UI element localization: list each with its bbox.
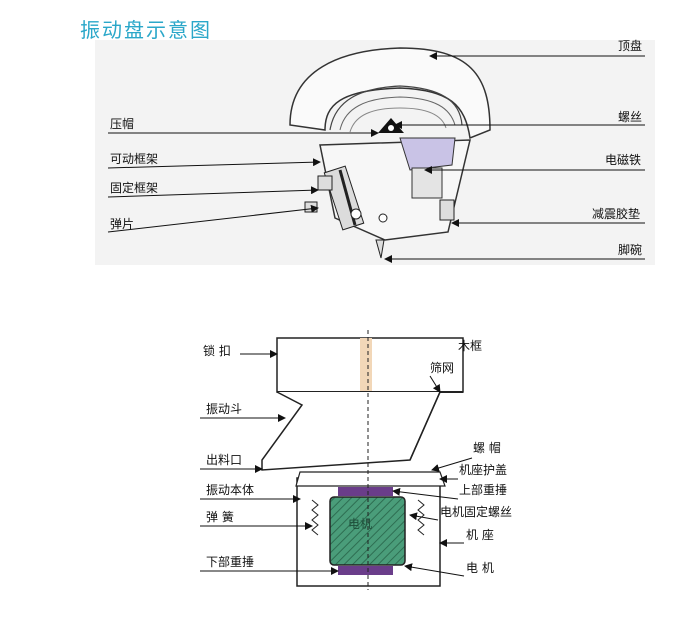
top-bowl <box>289 47 491 140</box>
label-fixed-frame: 固定框架 <box>110 180 158 195</box>
label-lock-buckle: 锁 扣 <box>203 343 231 358</box>
foot-bowl <box>375 239 385 259</box>
center-post <box>360 338 372 392</box>
spring-left <box>311 499 319 536</box>
label-vibration-hopper: 振动斗 <box>206 402 242 416</box>
label-machine-base: 机 座 <box>466 527 494 542</box>
label-wood-frame: 木框 <box>458 339 482 353</box>
label-electromagnet: 电磁铁 <box>605 152 641 167</box>
label-shock-pad: 减震胶垫 <box>592 206 640 221</box>
label-nut: 螺 帽 <box>473 440 501 455</box>
lower-diagram: 电机 锁 扣 振动斗 出料口 振动本体 弹 簧 下部重捶 木框 筛网 螺 帽 机… <box>200 330 512 590</box>
label-outlet: 出料口 <box>206 453 242 467</box>
electromagnet-core <box>411 167 443 199</box>
shock-pad <box>439 199 455 221</box>
lower-weight <box>338 566 393 575</box>
page-title: 振动盘示意图 <box>80 18 212 42</box>
label-lower-weight: 下部重捶 <box>206 554 254 569</box>
label-base-cover: 机座护盖 <box>459 462 507 477</box>
label-screen: 筛网 <box>430 360 454 375</box>
electromagnet <box>399 137 456 171</box>
motor-text: 电机 <box>348 517 372 531</box>
label-screw: 螺丝 <box>618 110 642 124</box>
label-foot-bowl: 脚碗 <box>618 242 642 257</box>
label-motor-screw: 电机固定螺丝 <box>440 504 512 519</box>
spring-right <box>417 499 425 536</box>
vibration-hopper <box>261 391 441 471</box>
label-vibration-body: 振动本体 <box>206 483 254 497</box>
label-leaf-spring: 弹片 <box>110 217 134 231</box>
upper-weight <box>338 487 393 496</box>
upper-diagram: 压帽 可动框架 固定框架 弹片 顶盘 螺丝 电磁铁 减震胶垫 脚碗 <box>95 38 655 265</box>
label-upper-weight: 上部重捶 <box>459 482 507 497</box>
label-motor: 电 机 <box>466 561 494 575</box>
label-spring: 弹 簧 <box>206 509 234 524</box>
label-top-bowl: 顶盘 <box>618 38 642 53</box>
label-movable-frame: 可动框架 <box>110 152 158 166</box>
base-cover <box>295 471 446 487</box>
label-press-cap: 压帽 <box>110 116 134 131</box>
